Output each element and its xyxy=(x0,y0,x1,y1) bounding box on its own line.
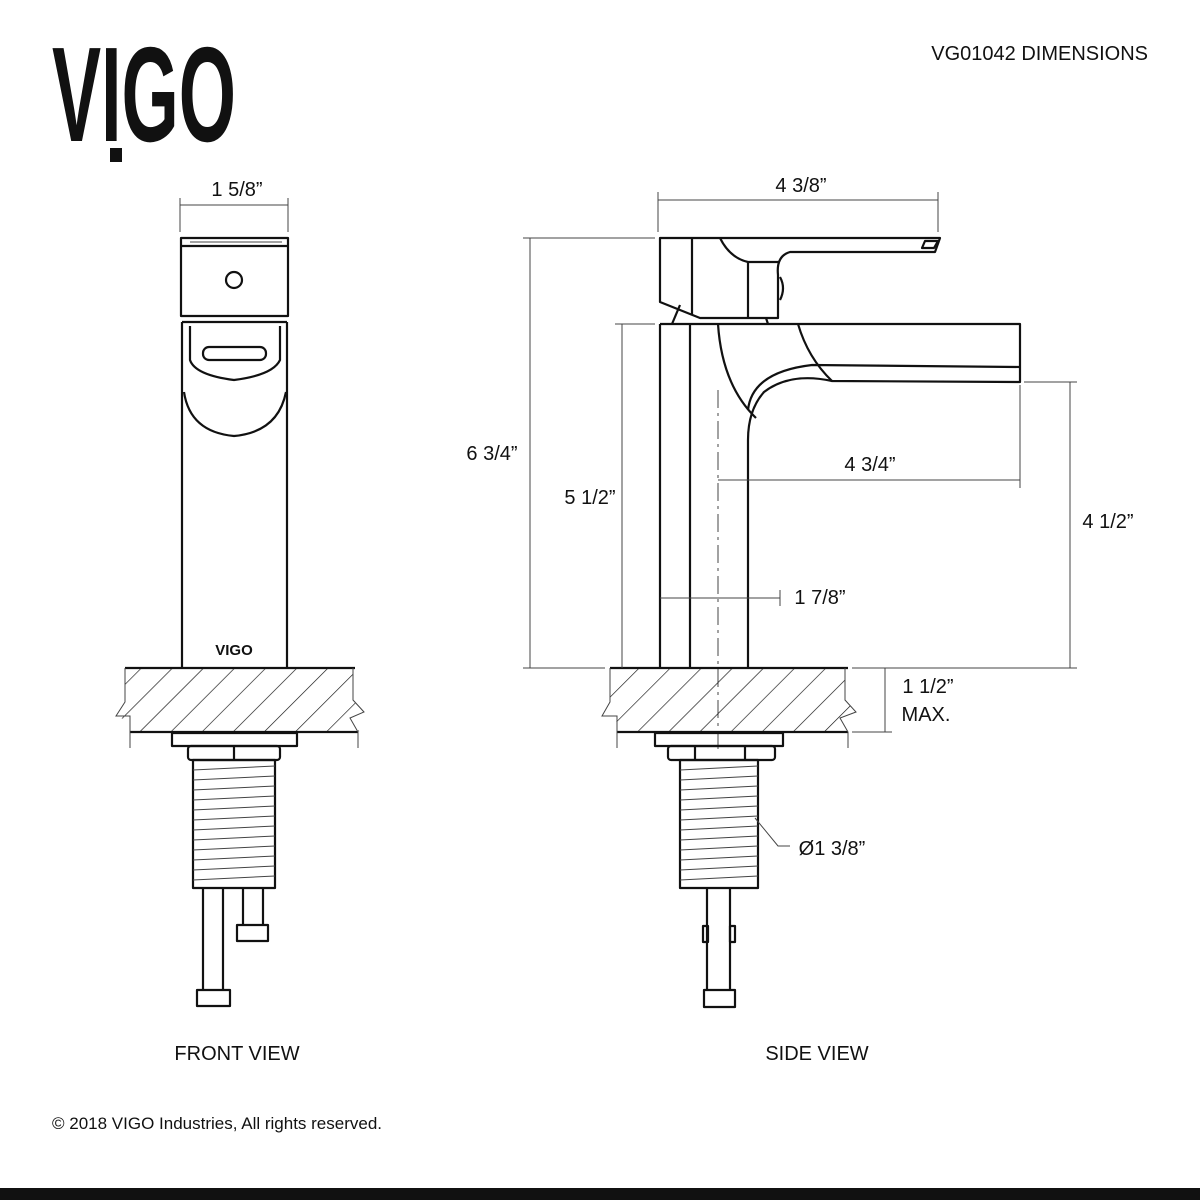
side-body xyxy=(658,322,1022,750)
side-handle xyxy=(658,236,942,325)
front-view: 1 5/8” VIGO xyxy=(115,179,365,1065)
total-height-label: 6 3/4” xyxy=(466,443,517,465)
front-body-logo: VIGO xyxy=(215,642,253,659)
logo-dot xyxy=(110,148,122,162)
handle-screw-hole-icon xyxy=(224,270,244,290)
spout-reach-dimension: 4 3/4” xyxy=(718,385,1021,488)
thread-diameter-label: Ø1 3/8” xyxy=(799,838,866,860)
front-mounting-hardware xyxy=(170,731,299,1008)
drawing-title: VG01042 DIMENSIONS xyxy=(931,43,1148,65)
body-height-dimension: 5 1/2” xyxy=(564,323,655,668)
side-view: 4 3/8” xyxy=(466,175,1133,1065)
counter-thickness-max-label: MAX. xyxy=(902,704,951,726)
side-thread-lines xyxy=(679,765,759,881)
total-height-dimension: 6 3/4” xyxy=(466,237,655,669)
body-depth-label: 1 7/8” xyxy=(794,587,845,609)
front-handle xyxy=(179,236,290,318)
logo-text: VIGO xyxy=(52,19,236,170)
front-countertop xyxy=(115,666,365,748)
side-countertop xyxy=(601,666,857,748)
front-view-label: FRONT VIEW xyxy=(174,1043,299,1065)
front-body: VIGO xyxy=(180,320,289,668)
front-width-dimension: 1 5/8” xyxy=(179,179,289,232)
footer-bar xyxy=(0,1188,1200,1200)
copyright-text: © 2018 VIGO Industries, All rights reser… xyxy=(52,1114,382,1133)
counter-thickness-label: 1 1/2” xyxy=(902,676,953,698)
body-depth-dimension: 1 7/8” xyxy=(660,587,846,609)
spout-height-label: 4 1/2” xyxy=(1082,511,1133,533)
body-height-label: 5 1/2” xyxy=(564,487,615,509)
handle-length-label: 4 3/8” xyxy=(775,175,826,197)
side-mounting-hardware xyxy=(653,731,785,1009)
spout-slot xyxy=(201,345,268,362)
thread-diameter-callout: Ø1 3/8” xyxy=(754,817,866,860)
side-view-label: SIDE VIEW xyxy=(765,1043,868,1065)
front-width-label: 1 5/8” xyxy=(211,179,262,201)
counter-thickness-dimension: 1 1/2” MAX. xyxy=(852,668,954,733)
front-thread-lines xyxy=(192,765,276,881)
side-handle-length-dimension: 4 3/8” xyxy=(657,175,939,232)
spout-reach-label: 4 3/4” xyxy=(844,454,895,476)
vigo-logo: VIGO xyxy=(52,19,236,170)
spout-height-dimension: 4 1/2” xyxy=(852,381,1134,669)
